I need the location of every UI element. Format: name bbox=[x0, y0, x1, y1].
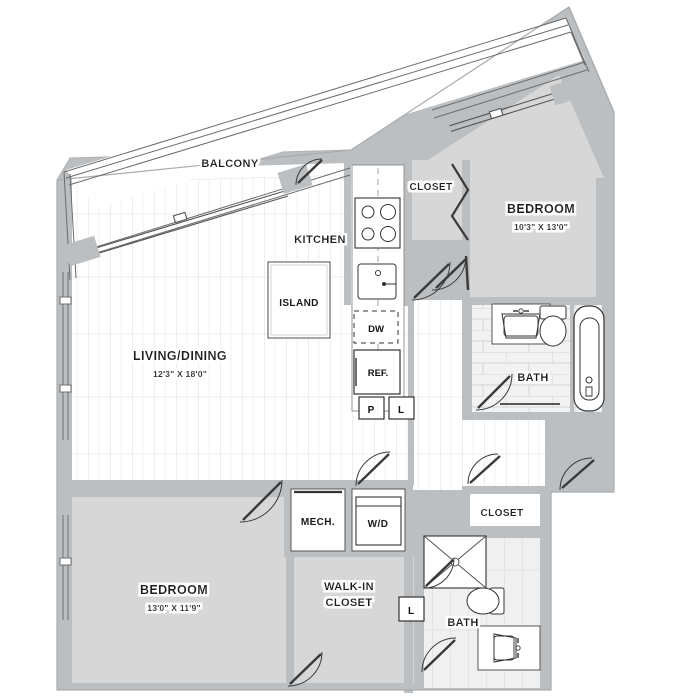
floor-bedroom-1 bbox=[428, 75, 604, 297]
bath2-vanity-icon bbox=[477, 625, 541, 671]
floor-closet-2 bbox=[466, 492, 542, 530]
window-left-wall bbox=[59, 272, 72, 440]
linen-kitchen-label: L bbox=[398, 405, 404, 416]
label-bedroom-2: BEDROOM bbox=[140, 583, 208, 597]
range-cooktop-icon bbox=[354, 197, 401, 249]
door-bath-1[interactable] bbox=[475, 373, 513, 411]
floor-closet-1 bbox=[404, 160, 462, 244]
door-swings[interactable] bbox=[0, 0, 595, 687]
exterior-outline bbox=[56, 6, 615, 691]
label-living-dining: LIVING/DINING bbox=[133, 349, 227, 363]
refrigerator-icon bbox=[353, 349, 401, 395]
door-jambs bbox=[63, 78, 581, 267]
label-bath-1: BATH bbox=[517, 372, 548, 384]
label-closet-2: CLOSET bbox=[481, 508, 524, 519]
label-bedroom-1: BEDROOM bbox=[507, 202, 575, 216]
refrigerator-label: REF. bbox=[368, 368, 389, 379]
dishwasher-label: DW bbox=[368, 324, 384, 335]
door-closet-1[interactable] bbox=[450, 163, 470, 241]
label-balcony: BALCONY bbox=[201, 158, 258, 170]
bath1-toilet-icon bbox=[539, 305, 567, 347]
door-hall-right[interactable] bbox=[559, 457, 595, 491]
sliding-door-bedroom[interactable] bbox=[435, 91, 559, 137]
bath1-bathtub-icon bbox=[573, 305, 605, 412]
label-walkin-closet-line2: CLOSET bbox=[325, 597, 372, 609]
kitchen-island bbox=[267, 261, 331, 339]
linen-hall-label: L bbox=[408, 606, 414, 617]
door-bath-2[interactable] bbox=[421, 637, 457, 673]
wd-label: W/D bbox=[368, 519, 389, 530]
mech-closet-box bbox=[290, 488, 346, 552]
door-closet-2-left[interactable] bbox=[467, 453, 501, 485]
mech-label: MECH. bbox=[301, 517, 335, 528]
window-bedroom2-wall bbox=[59, 515, 72, 620]
door-bath-2-secondary[interactable] bbox=[423, 557, 455, 589]
door-hall-top[interactable] bbox=[411, 261, 451, 301]
floor-balcony bbox=[66, 18, 585, 208]
pantry-closet-box bbox=[358, 396, 385, 420]
label-living-dining-dimensions: 12'3" X 18'0" bbox=[153, 369, 207, 379]
door-wd[interactable] bbox=[355, 451, 391, 487]
bath2-toilet-icon bbox=[466, 587, 505, 615]
sliding-door-living[interactable] bbox=[95, 189, 289, 255]
door-walkin-closet[interactable] bbox=[287, 651, 323, 687]
linen-closet-box bbox=[388, 396, 415, 420]
label-bedroom-2-dimensions: 13'0" X 11'9" bbox=[147, 603, 201, 613]
label-bedroom-1-dimensions: 10'3" X 13'0" bbox=[514, 222, 568, 232]
linen-hall-box bbox=[398, 596, 425, 622]
dishwasher-icon bbox=[353, 310, 399, 344]
label-walkin-closet-line1: WALK-IN bbox=[324, 581, 374, 593]
door-kitchen-balcony[interactable] bbox=[295, 158, 323, 186]
island-label: ISLAND bbox=[279, 298, 319, 309]
floor-hall-right bbox=[410, 420, 550, 490]
label-bath-2: BATH bbox=[447, 617, 478, 629]
kitchen-sink-icon bbox=[357, 263, 397, 300]
label-kitchen: KITCHEN bbox=[294, 234, 346, 246]
door-bedroom-2[interactable] bbox=[239, 479, 283, 523]
floor-bedroom-2 bbox=[72, 497, 294, 683]
washer-dryer-icon bbox=[351, 488, 406, 552]
label-closet-1: CLOSET bbox=[410, 182, 453, 193]
pantry-label: P bbox=[368, 405, 375, 416]
